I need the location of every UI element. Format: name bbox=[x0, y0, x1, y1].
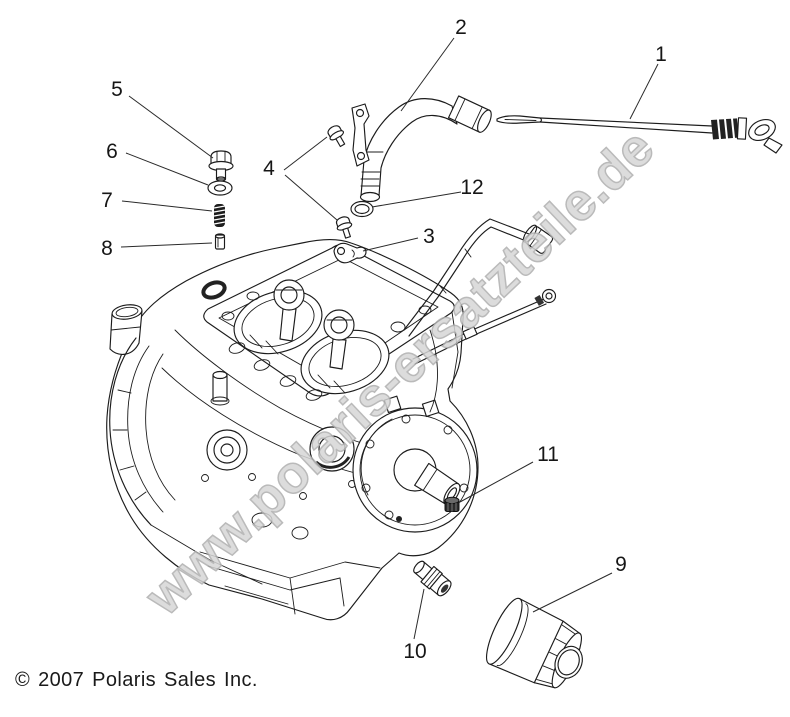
flange-bolt-a bbox=[327, 125, 346, 148]
copyright-text: © 2007 Polaris Sales Inc. bbox=[15, 669, 258, 691]
o-ring-part bbox=[350, 200, 374, 218]
callout-8-label: 8 bbox=[101, 237, 113, 260]
dipstick-plug bbox=[711, 118, 739, 140]
oil-fill-tube-part bbox=[351, 95, 492, 203]
leader-line-1 bbox=[629, 63, 659, 120]
callout-7-label: 7 bbox=[101, 189, 113, 212]
oil-filter-part bbox=[485, 597, 583, 689]
leader-line-11 bbox=[459, 461, 534, 503]
callout-10-label: 10 bbox=[403, 640, 426, 663]
callout-5-label: 5 bbox=[111, 78, 123, 101]
left-spout bbox=[109, 304, 143, 355]
cap-nut-part bbox=[444, 496, 460, 512]
leader-line-7 bbox=[121, 200, 213, 212]
leader-line-4a bbox=[283, 136, 328, 171]
callout-labels: 1 2 3 4 5 6 7 8 9 10 11 12 bbox=[101, 16, 667, 663]
callout-9-label: 9 bbox=[615, 553, 627, 576]
washer-part bbox=[207, 180, 233, 196]
leader-line-9 bbox=[532, 572, 613, 613]
leader-line-5 bbox=[128, 95, 214, 159]
leader-line-12 bbox=[371, 191, 462, 208]
spring-part bbox=[213, 204, 226, 227]
oil-fitting-part bbox=[413, 560, 452, 597]
callout-3-label: 3 bbox=[423, 225, 435, 248]
plunger-pin-part bbox=[214, 233, 226, 250]
callout-4-label: 4 bbox=[263, 157, 275, 180]
callout-2-label: 2 bbox=[455, 16, 467, 39]
plug-bolt-part bbox=[208, 150, 234, 182]
leader-lines bbox=[120, 37, 659, 640]
engine-crankcase bbox=[106, 239, 479, 621]
leader-line-4b bbox=[284, 174, 338, 221]
oil-line bbox=[403, 218, 557, 365]
leader-line-10 bbox=[413, 588, 425, 640]
leader-line-8 bbox=[120, 242, 213, 248]
clamp-bracket-part bbox=[333, 242, 367, 264]
leader-line-3 bbox=[362, 237, 419, 252]
callout-12-label: 12 bbox=[460, 176, 483, 199]
flange-bolt-b bbox=[335, 216, 353, 239]
leader-line-6 bbox=[125, 152, 209, 186]
dipstick-part bbox=[496, 115, 783, 154]
leader-line-2 bbox=[400, 37, 455, 112]
callout-1-label: 1 bbox=[655, 43, 667, 66]
callout-11-label: 11 bbox=[537, 443, 559, 466]
callout-6-label: 6 bbox=[106, 140, 118, 163]
